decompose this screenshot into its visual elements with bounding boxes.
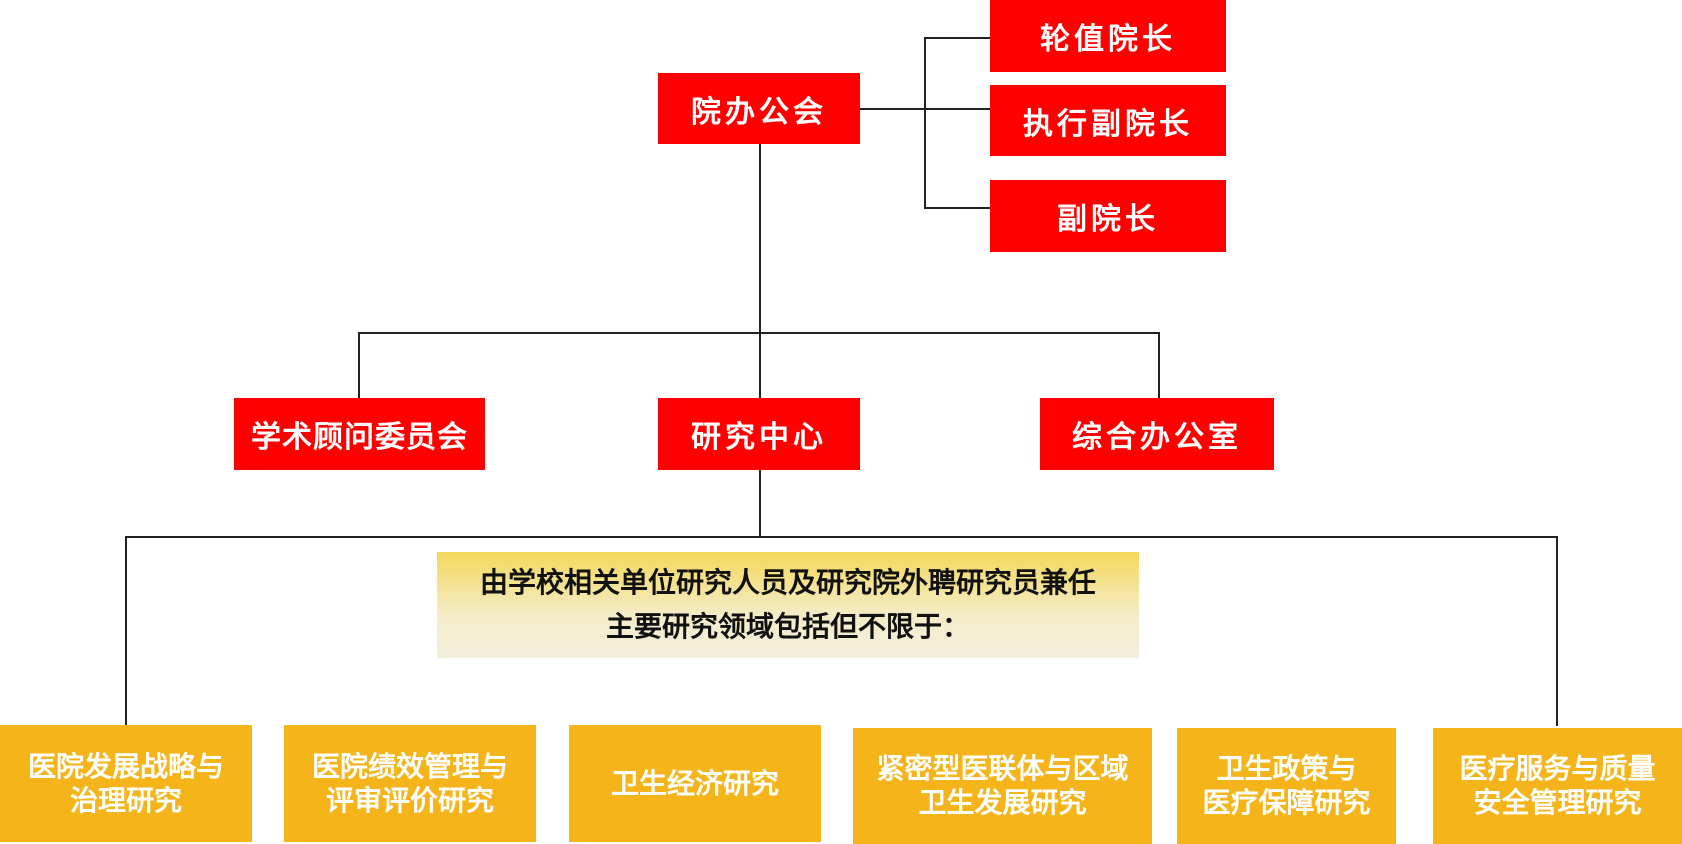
research-area-box: 医院发展战略与 治理研究 bbox=[0, 725, 252, 842]
executive-vp-label: 执行副院长 bbox=[1023, 106, 1193, 142]
research-area-label: 医疗服务与质量 安全管理研究 bbox=[1459, 752, 1656, 819]
connector-line bbox=[125, 536, 127, 726]
research-area-label: 紧密型医联体与区域 卫生发展研究 bbox=[876, 752, 1129, 819]
connector-line bbox=[924, 37, 926, 209]
connector-line bbox=[924, 108, 990, 110]
connector-line bbox=[358, 332, 1160, 334]
connector-line bbox=[1556, 536, 1558, 726]
connector-line bbox=[860, 108, 926, 110]
research-area-box: 卫生经济研究 bbox=[569, 725, 821, 842]
academic-committee-box: 学术顾问委员会 bbox=[234, 398, 485, 470]
research-note-banner: 由学校相关单位研究人员及研究院外聘研究员兼任 主要研究领域包括但不限于： bbox=[437, 552, 1139, 658]
research-center-box: 研究中心 bbox=[658, 398, 860, 470]
note-line-2: 主要研究领域包括但不限于： bbox=[605, 610, 970, 643]
office-meeting-box: 院办公会 bbox=[658, 73, 860, 144]
connector-line bbox=[1158, 332, 1160, 398]
connector-line bbox=[759, 470, 761, 538]
vice-president-box: 副院长 bbox=[990, 180, 1226, 252]
academic-committee-label: 学术顾问委员会 bbox=[251, 420, 468, 455]
research-area-box: 医疗服务与质量 安全管理研究 bbox=[1433, 728, 1682, 844]
research-area-box: 紧密型医联体与区域 卫生发展研究 bbox=[853, 728, 1152, 844]
research-area-label: 卫生经济研究 bbox=[610, 766, 779, 800]
research-area-label: 医院发展战略与 治理研究 bbox=[27, 749, 224, 817]
connector-line bbox=[759, 144, 761, 399]
office-meeting-label: 院办公会 bbox=[691, 94, 827, 130]
research-center-label: 研究中心 bbox=[691, 420, 827, 455]
research-area-label: 卫生政策与 医疗保障研究 bbox=[1202, 752, 1371, 819]
note-line-1: 由学校相关单位研究人员及研究院外聘研究员兼任 bbox=[479, 566, 1096, 599]
rotating-president-label: 轮值院长 bbox=[1040, 22, 1176, 57]
rotating-president-box: 轮值院长 bbox=[990, 0, 1226, 72]
general-office-label: 综合办公室 bbox=[1072, 420, 1242, 455]
executive-vp-box: 执行副院长 bbox=[990, 85, 1226, 156]
research-area-label: 医院绩效管理与 评审评价研究 bbox=[311, 749, 508, 817]
research-area-box: 卫生政策与 医疗保障研究 bbox=[1177, 728, 1396, 844]
general-office-box: 综合办公室 bbox=[1040, 398, 1274, 470]
connector-line bbox=[358, 332, 360, 398]
vice-president-label: 副院长 bbox=[1057, 202, 1159, 237]
connector-line bbox=[924, 207, 990, 209]
research-area-box: 医院绩效管理与 评审评价研究 bbox=[284, 725, 536, 842]
connector-line bbox=[125, 536, 1558, 538]
connector-line bbox=[924, 37, 990, 39]
